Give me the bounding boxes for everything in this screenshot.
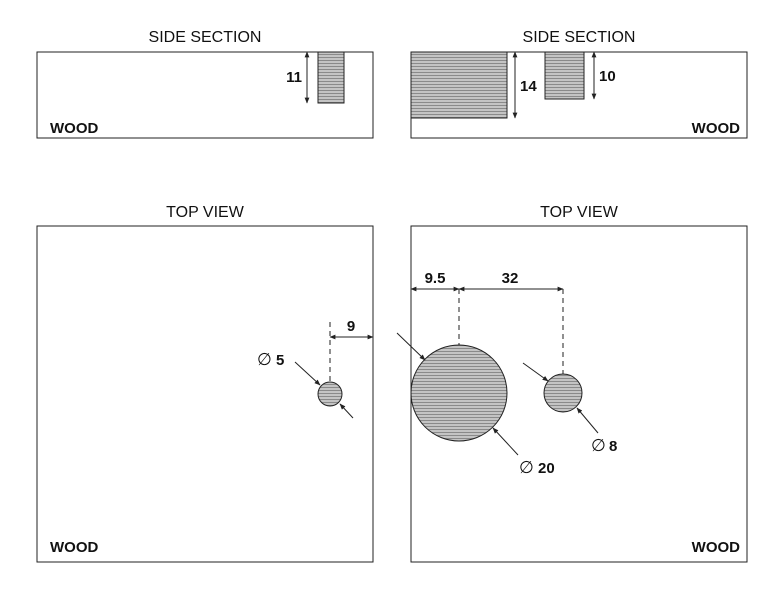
large-depth-label: 14 <box>520 78 537 95</box>
diameter-leader-in <box>294 361 321 386</box>
top-view-left: TOP VIEW 9 ∅ 5 WOOD <box>36 204 374 563</box>
large-diameter-leader-out <box>492 427 519 456</box>
depth-label: 11 <box>286 69 302 86</box>
panel-title: TOP VIEW <box>166 204 245 221</box>
material-label: WOOD <box>50 539 98 556</box>
panel-title: TOP VIEW <box>540 204 619 221</box>
wood-block <box>36 225 374 563</box>
small-diameter-annotation: ∅ 8 <box>591 436 617 455</box>
top-view-right: TOP VIEW 9.5 32 ∅ 20 ∅ 8 WOOD <box>396 204 748 563</box>
large-diameter-leader-in <box>396 332 426 361</box>
small-depth-label: 10 <box>599 68 616 85</box>
diameter-leader-out <box>339 403 354 419</box>
hole-5 <box>317 381 343 407</box>
large-diameter-annotation: ∅ 20 <box>519 458 555 477</box>
material-label: WOOD <box>50 120 98 137</box>
material-label: WOOD <box>692 539 740 556</box>
offset-label: 9 <box>347 318 355 335</box>
small-diameter-label: 8 <box>609 438 617 455</box>
material-label: WOOD <box>692 120 740 137</box>
side-section-right: SIDE SECTION 14 10 WOOD <box>410 29 748 139</box>
small-diameter-leader-out <box>576 407 599 434</box>
small-diameter-leader-in <box>522 362 549 382</box>
side-section-left: SIDE SECTION 11 WOOD <box>36 29 374 139</box>
large-diameter-label: 20 <box>538 460 555 477</box>
wood-block <box>36 51 374 139</box>
diameter-symbol: ∅ <box>519 458 534 477</box>
small-hole-section <box>544 51 585 100</box>
diameter-symbol: ∅ <box>591 436 606 455</box>
diameter-label: 5 <box>276 352 284 369</box>
diameter-symbol: ∅ <box>257 350 272 369</box>
large-hole-section <box>410 51 508 119</box>
panel-title: SIDE SECTION <box>149 29 262 46</box>
hole-section <box>317 51 345 104</box>
offset-label: 9.5 <box>425 270 446 287</box>
spacing-label: 32 <box>502 270 519 287</box>
hole-20 <box>410 344 508 442</box>
panel-title: SIDE SECTION <box>523 29 636 46</box>
diameter-annotation: ∅ 5 <box>257 350 284 369</box>
hole-8 <box>543 373 583 413</box>
